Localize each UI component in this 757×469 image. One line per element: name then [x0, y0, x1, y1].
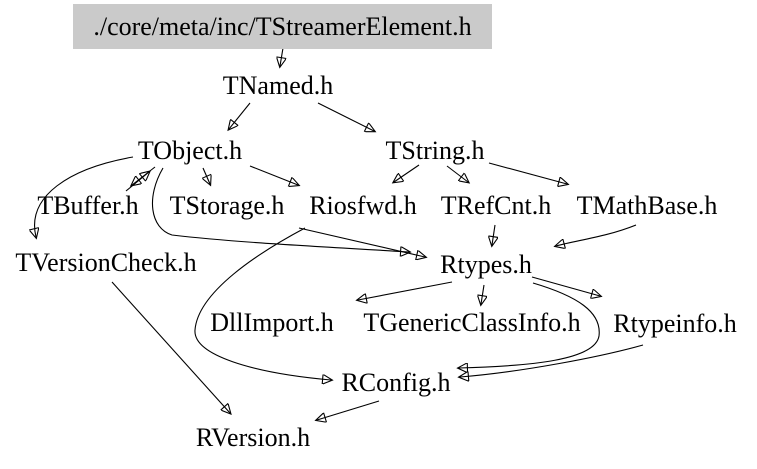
- edge-tstring-tmathbase: [488, 162, 567, 184]
- edge-rtypeinfo-rconfig: [460, 344, 644, 377]
- edge-trefcnt-rtypes: [492, 224, 495, 245]
- edge-tobject-rtypes: [151, 167, 409, 252]
- edge-rtypes-rtypeinfo: [531, 276, 600, 296]
- edge-tversioncheck-rversion: [111, 281, 230, 413]
- node-dllimport-h[interactable]: DllImport.h: [210, 308, 334, 337]
- node-tstring-h[interactable]: TString.h: [385, 136, 485, 165]
- edge-tobject-riosfwd: [249, 165, 298, 185]
- node-tbuffer-h[interactable]: TBuffer.h: [37, 191, 139, 220]
- edge-tnamed-tstring: [317, 102, 374, 131]
- node-tobject-h[interactable]: TObject.h: [137, 136, 243, 165]
- node-rconfig-h[interactable]: RConfig.h: [341, 368, 451, 397]
- node-tnamed-h[interactable]: TNamed.h: [222, 71, 334, 100]
- edge-rtypes-dllimport: [358, 281, 453, 300]
- edge-tnamed-tobject: [229, 102, 251, 129]
- edge-rconfig-rversion: [317, 400, 380, 420]
- edge-tstring-trefcnt: [446, 165, 468, 182]
- node-rtypeinfo-h[interactable]: Rtypeinfo.h: [613, 309, 737, 338]
- node-rversion-h[interactable]: RVersion.h: [195, 423, 311, 452]
- edge-tobject-tversioncheck: [35, 156, 134, 237]
- edge-root-tnamed: [280, 47, 283, 66]
- node-tstorage-h[interactable]: TStorage.h: [169, 191, 285, 220]
- node-rtypes-h[interactable]: Rtypes.h: [440, 250, 532, 279]
- edge-tmathbase-rtypes: [556, 224, 637, 246]
- edge-tstring-riosfwd: [394, 164, 420, 182]
- node-tversioncheck-h[interactable]: TVersionCheck.h: [15, 248, 197, 277]
- node-riosfwd-h[interactable]: Riosfwd.h: [309, 191, 417, 220]
- edge-riosfwd-rconfig: [194, 227, 331, 380]
- edge-rtypes-rconfig: [459, 282, 600, 368]
- node-tstreamerelement-h: ./core/meta/inc/TStreamerElement.h: [73, 4, 492, 49]
- edge-tbuffer-tobject: [125, 172, 149, 192]
- edge-tstorage-rtypes: [298, 227, 425, 257]
- node-tmathbase-h[interactable]: TMathBase.h: [576, 191, 718, 220]
- edge-tobject-tstorage: [203, 167, 210, 184]
- node-tgenericclassinfo-h[interactable]: TGenericClassInfo.h: [363, 308, 581, 337]
- edge-rtypes-tgenericclassinfo: [481, 284, 484, 304]
- node-trefcnt-h[interactable]: TRefCnt.h: [440, 191, 552, 220]
